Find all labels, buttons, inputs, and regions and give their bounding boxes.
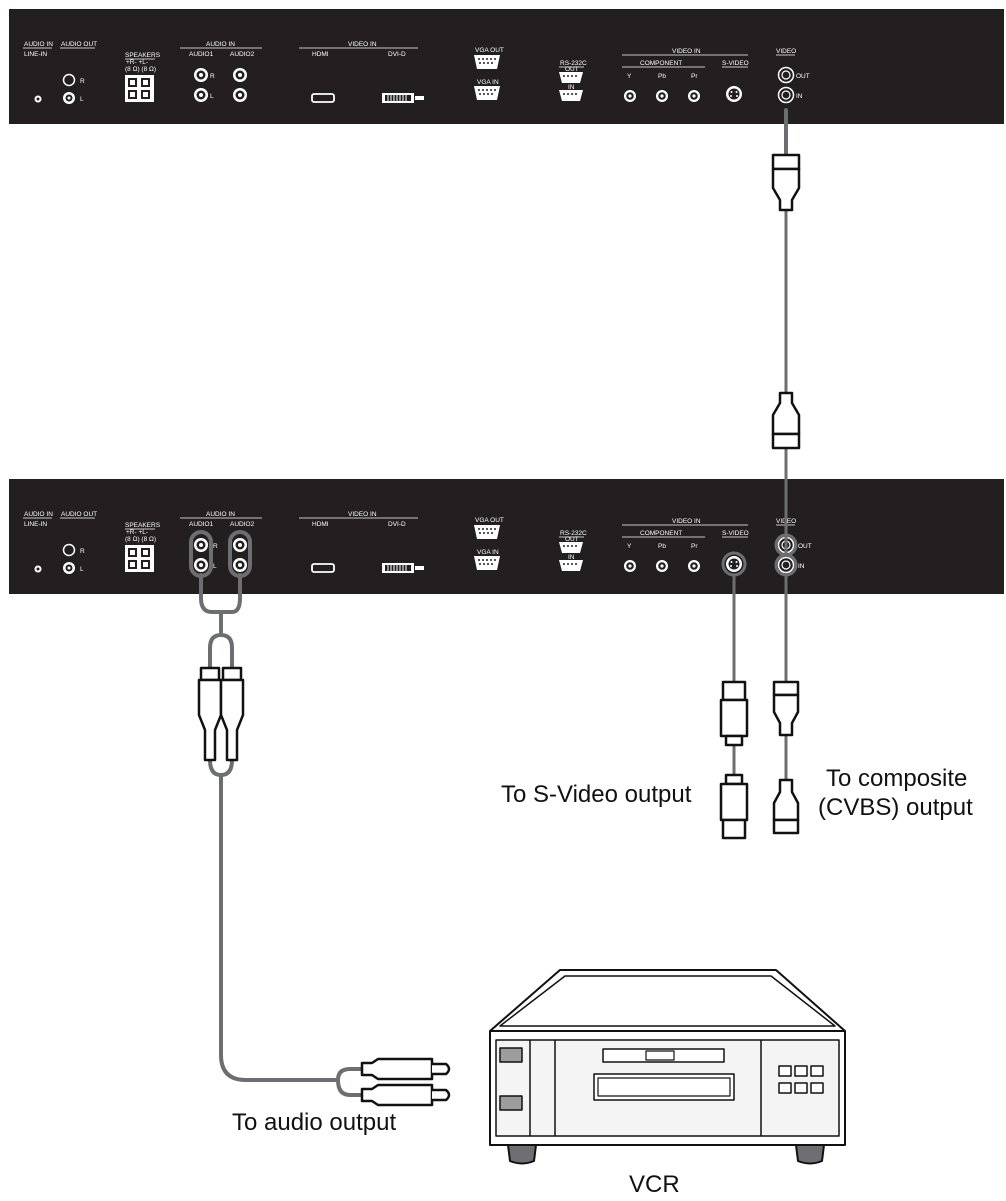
label-audio-in: AUDIO IN <box>24 511 53 518</box>
label-audio1-l: L <box>213 563 217 570</box>
label-video-in-jack: IN <box>798 563 805 570</box>
label-audio-out: AUDIO OUT <box>61 41 97 48</box>
label-audio2: AUDIO2 <box>230 51 255 58</box>
label-vga-out: VGA OUT <box>475 517 504 524</box>
label-vga-in: VGA IN <box>477 549 499 556</box>
label-pr: Pr <box>691 73 698 80</box>
label-video-in-jack: IN <box>796 93 803 100</box>
s-video-plug-top <box>719 680 749 747</box>
label-speakers-polarity: +R- +L- <box>126 529 148 536</box>
rca-plug-composite-top <box>772 680 800 737</box>
label-speakers: SPEAKERS <box>125 522 161 529</box>
label-audio2: AUDIO2 <box>230 521 255 528</box>
audio-rca-plug-vcr-lower <box>360 1083 451 1107</box>
label-audio1-r: R <box>210 73 215 80</box>
caption-composite-line1: To composite <box>826 765 967 792</box>
rca-plug-composite-bottom <box>772 778 800 835</box>
panel-body <box>9 479 1004 594</box>
caption-s-video-output: To S-Video output <box>501 781 692 808</box>
rca-plug-loop-bottom <box>771 391 801 450</box>
label-audio-in-group: AUDIO IN <box>206 511 235 518</box>
label-hdmi: HDMI <box>312 51 329 58</box>
label-component: COMPONENT <box>640 530 682 537</box>
audio-cable-run <box>219 773 340 1082</box>
label-rs232c: RS-232C <box>560 530 587 537</box>
label-vga-out: VGA OUT <box>475 47 504 54</box>
label-audio-in-group: AUDIO IN <box>206 41 235 48</box>
label-s-video: S-VIDEO <box>722 60 749 67</box>
label-y: Y <box>627 543 632 550</box>
caption-composite-line2: (CVBS) output <box>818 794 973 821</box>
label-video: VIDEO <box>776 48 796 55</box>
vcr-control-buttons <box>778 1065 824 1094</box>
label-dvi-d: DVI-D <box>388 51 406 58</box>
audio-rca-plug-vcr-upper <box>360 1057 451 1081</box>
audio-in-line-in-label: AUDIO IN LINE-IN <box>24 41 53 58</box>
label-speakers-ohms: (8 Ω) (8 Ω) <box>125 66 156 73</box>
label-rs232c: RS-232C <box>560 60 587 67</box>
audio-rca-plug-left <box>197 666 223 762</box>
panel-body <box>9 9 1004 124</box>
audio-cable-fork <box>336 1067 364 1097</box>
label-rs-in: IN <box>568 554 575 561</box>
label-component: COMPONENT <box>640 60 682 67</box>
label-speakers: SPEAKERS <box>125 52 161 59</box>
audio-rca-plug-right <box>219 666 245 762</box>
label-audio1-r: R <box>213 543 218 550</box>
label-video-in: VIDEO IN <box>348 41 377 48</box>
label-speakers-ohms: (8 Ω) (8 Ω) <box>125 536 156 543</box>
audio-y-cable-join <box>208 758 234 777</box>
label-audio-in: AUDIO IN <box>24 41 53 48</box>
label-audio-out-r: R <box>80 78 85 85</box>
audio-y-cable-split <box>208 633 234 670</box>
label-pr: Pr <box>691 543 698 550</box>
label-vga-in: VGA IN <box>477 79 499 86</box>
label-line-in: LINE-IN <box>24 521 47 528</box>
display-panel-bottom: AUDIO IN LINE-IN AUDIO OUT R L SPEAKERS … <box>9 479 1004 594</box>
display-panel-top: AUDIO IN LINE-IN AUDIO OUT R L SPEAKERS … <box>9 9 1004 124</box>
label-video-in: VIDEO IN <box>348 511 377 518</box>
label-speakers-polarity: +R- +L- <box>126 59 148 66</box>
label-audio-out: AUDIO OUT <box>61 511 97 518</box>
caption-audio-output: To audio output <box>232 1109 396 1136</box>
label-audio1: AUDIO1 <box>189 521 214 528</box>
label-video-out: OUT <box>798 543 812 550</box>
label-audio1: AUDIO1 <box>189 51 214 58</box>
label-rs-out: OUT <box>565 536 579 543</box>
label-audio-out-r: R <box>80 548 85 555</box>
label-hdmi: HDMI <box>312 521 329 528</box>
audio-in-line-in-label: AUDIO IN LINE-IN <box>24 511 53 528</box>
label-rs-in: IN <box>568 84 575 91</box>
label-video-out: OUT <box>796 73 810 80</box>
label-audio1-l: L <box>210 93 214 100</box>
vcr-foot-left <box>507 1144 537 1165</box>
label-line-in: LINE-IN <box>24 51 47 58</box>
label-video-in-2: VIDEO IN <box>672 48 701 55</box>
vcr-illustration <box>489 969 846 1165</box>
label-audio-out-l: L <box>80 566 84 573</box>
s-video-plug-bottom <box>719 773 749 840</box>
label-pb: Pb <box>658 543 666 550</box>
label-y: Y <box>627 73 632 80</box>
label-s-video: S-VIDEO <box>722 530 749 537</box>
vcr-foot-right <box>795 1144 825 1165</box>
label-dvi-d: DVI-D <box>388 521 406 528</box>
label-rs-out: OUT <box>565 66 579 73</box>
label-audio-out-l: L <box>80 96 84 103</box>
rca-plug-loop-top <box>771 153 801 212</box>
caption-vcr: VCR <box>629 1171 680 1198</box>
label-pb: Pb <box>658 73 666 80</box>
label-video-in-2: VIDEO IN <box>672 518 701 525</box>
